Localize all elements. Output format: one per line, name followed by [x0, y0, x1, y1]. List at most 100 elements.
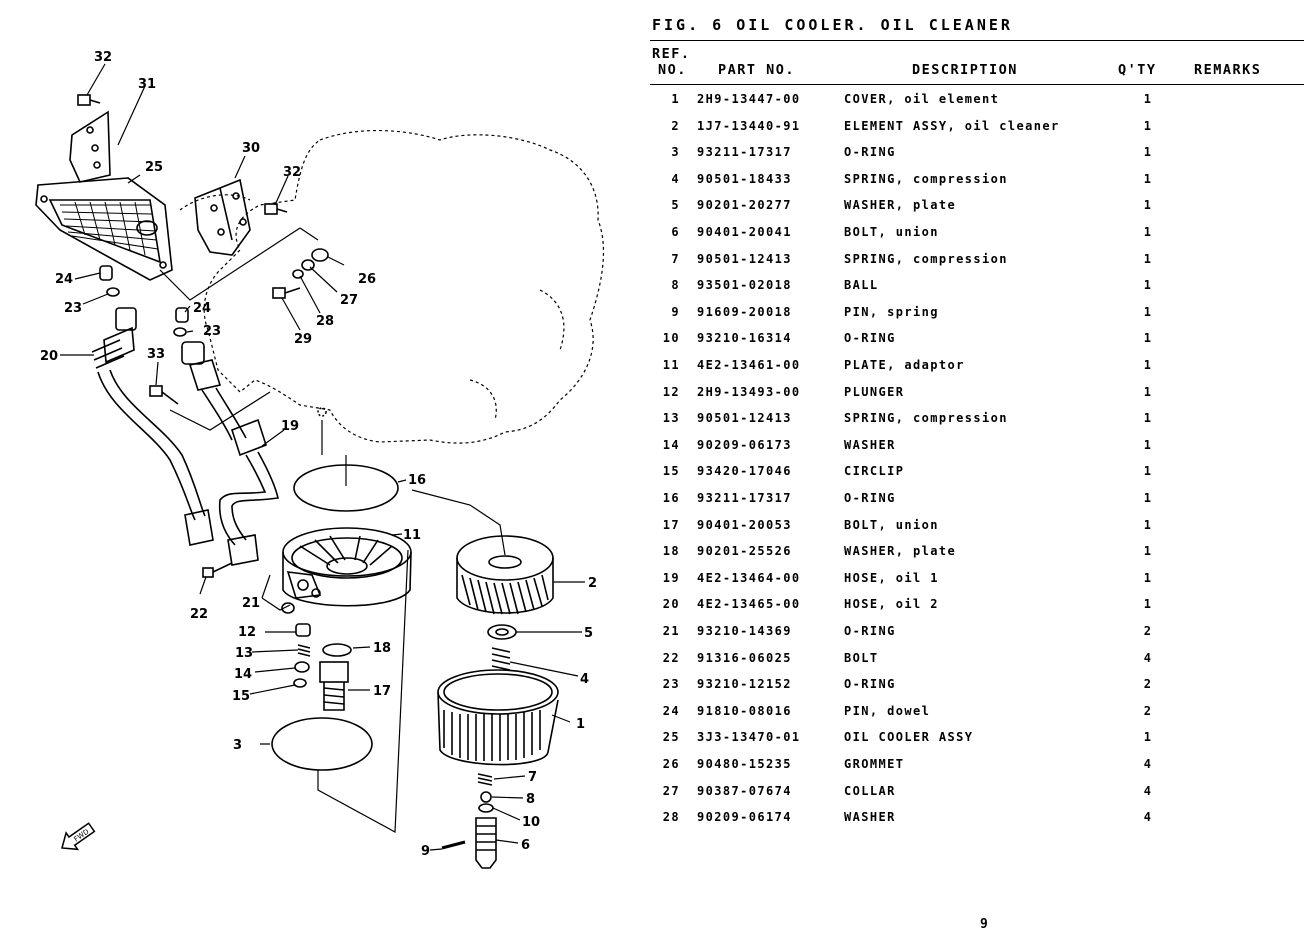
callout-32-right: 32 — [283, 165, 301, 180]
part-no-cell: 90501-12413 — [697, 411, 792, 426]
exploded-parts-diagram: FWD 1 2 3 4 5 6 7 8 9 10 11 12 13 14 15 … — [35, 50, 605, 869]
ref-cell: 23 — [662, 677, 680, 692]
part-no-cell: 91609-20018 — [697, 304, 792, 319]
washer-14 — [294, 661, 310, 673]
qty-cell: 2 — [1143, 677, 1153, 692]
ref-cell: 11 — [662, 358, 680, 372]
part-no-cell: 90401-20041 — [697, 225, 792, 239]
spring-pin-9 — [441, 840, 466, 850]
qty-cell: 1 — [1143, 491, 1153, 505]
bracket-30 — [194, 178, 251, 256]
part-no-cell: 90480-15235 — [697, 757, 792, 771]
description-cell: CIRCLIP — [844, 464, 905, 479]
ref-cell: 21 — [662, 624, 680, 638]
part-no-cell: 90209-06174 — [697, 810, 792, 825]
callout-3: 3 — [233, 738, 242, 753]
callout-10: 10 — [522, 815, 540, 830]
engine-inner-dashes — [179, 194, 565, 421]
part-no-cell: 90209-06173 — [697, 437, 792, 452]
callout-17: 17 — [373, 684, 391, 699]
dowel-pin-24-right — [175, 307, 189, 323]
leader-12-15 — [249, 631, 299, 695]
mount-hardware — [272, 248, 329, 299]
qty-cell: 2 — [1143, 624, 1153, 638]
part-no-cell: 4E2-13461-00 — [697, 358, 801, 372]
callout-32-top: 32 — [94, 50, 112, 65]
qty-cell: 1 — [1143, 384, 1153, 399]
description-cell: SPRING, compression — [844, 171, 1008, 186]
part-no-cell: 93210-16314 — [697, 331, 792, 346]
part-no-cell: 90501-12413 — [697, 251, 792, 266]
callout-16: 16 — [408, 473, 426, 488]
qty-cell: 1 — [1143, 225, 1153, 239]
description-cell: PLUNGER — [844, 384, 905, 399]
bracket-31 — [69, 110, 111, 183]
part-no-cell: 90201-25526 — [697, 544, 792, 559]
ref-cell: 25 — [662, 730, 680, 745]
part-no-cell: 4E2-13464-00 — [697, 570, 801, 585]
qty-cell: 1 — [1143, 145, 1153, 160]
ref-cell: 17 — [662, 517, 680, 532]
description-cell: O-RING — [844, 624, 896, 638]
part-no-cell: 93420-17046 — [697, 464, 792, 479]
table-top-rule — [650, 40, 1304, 41]
description-cell: BOLT, union — [844, 225, 939, 239]
callout-19: 19 — [281, 419, 299, 434]
union-bolt-6 — [475, 817, 497, 869]
description-cell: OIL COOLER ASSY — [844, 730, 974, 745]
callout-8: 8 — [526, 792, 535, 807]
o-ring-10 — [478, 803, 494, 813]
description-cell: WASHER — [844, 810, 896, 825]
callout-24-left: 24 — [55, 272, 73, 287]
union-bolt-17 — [319, 661, 349, 711]
ref-cell: 20 — [662, 597, 680, 612]
leader-33 — [169, 391, 271, 431]
header-description: DESCRIPTION — [912, 62, 1018, 78]
part-no-cell: 2H9-13493-00 — [697, 384, 801, 399]
callout-23-right: 23 — [203, 324, 221, 339]
callout-26: 26 — [358, 272, 376, 287]
leaders-right — [348, 479, 585, 851]
header-ref-line2: NO. — [658, 62, 687, 78]
callout-13: 13 — [235, 646, 253, 661]
ball-8 — [480, 791, 492, 803]
callout-4: 4 — [580, 672, 589, 687]
qty-cell: 4 — [1143, 757, 1153, 771]
leader-21 — [261, 574, 291, 611]
callout-7: 7 — [528, 770, 537, 785]
ref-cell: 13 — [662, 411, 680, 426]
adaptor-plate-11 — [282, 527, 412, 607]
description-cell: HOSE, oil 2 — [844, 597, 939, 612]
qty-cell: 1 — [1143, 331, 1153, 346]
part-no-cell: 93210-12152 — [697, 677, 792, 692]
figure-title: FIG. 6 OIL COOLER. OIL CLEANER — [652, 16, 1013, 34]
ref-cell: 12 — [662, 384, 680, 399]
description-cell: BOLT, union — [844, 517, 939, 532]
leader-2-bracket — [411, 489, 506, 556]
qty-cell: 4 — [1143, 650, 1153, 665]
qty-cell: 1 — [1143, 517, 1153, 532]
description-cell: O-RING — [844, 677, 896, 692]
callout-5: 5 — [584, 626, 593, 641]
ref-cell: 16 — [662, 491, 680, 505]
description-cell: O-RING — [844, 491, 896, 505]
qty-cell: 1 — [1143, 304, 1153, 319]
description-cell: WASHER, plate — [844, 544, 957, 559]
plunger-12 — [295, 623, 311, 637]
engine-outline — [203, 129, 605, 444]
part-no-cell: 93211-17317 — [697, 145, 792, 160]
callout-23-left: 23 — [64, 301, 82, 316]
fwd-arrow-icon: FWD — [61, 822, 96, 851]
leader-16 — [321, 420, 347, 486]
callout-9: 9 — [421, 844, 430, 859]
qty-cell: 1 — [1143, 198, 1153, 213]
qty-cell: 1 — [1143, 544, 1153, 559]
callout-28: 28 — [316, 314, 334, 329]
ref-cell: 6 — [671, 225, 680, 239]
qty-cell: 1 — [1143, 92, 1153, 106]
bolt-32-top — [77, 94, 101, 106]
part-no-cell: 93210-14369 — [697, 624, 792, 638]
dowel-pin-24-left — [99, 265, 113, 281]
part-no-cell: 1J7-13440-91 — [697, 118, 801, 133]
ref-cell: 3 — [671, 145, 680, 160]
